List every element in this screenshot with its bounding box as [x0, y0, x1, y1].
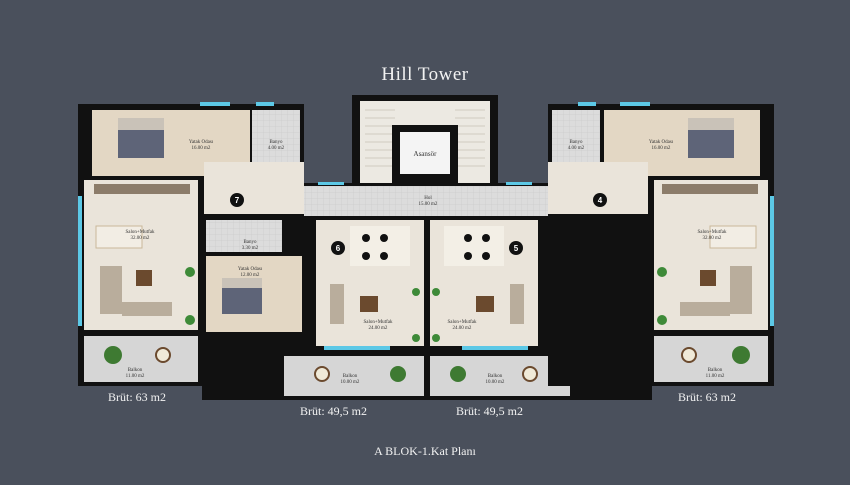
unit-4-bath-name: Banyo — [569, 140, 583, 145]
unit-7-living-area: 32.00 m2 — [131, 236, 150, 241]
unit-6-balcony-name: Balkon — [343, 374, 358, 379]
unit-4-bedroom-name: Yatak Odası — [649, 140, 674, 145]
unit-6-gross-area: Brüt: 49,5 m2 — [300, 404, 368, 418]
page-title: Hill Tower — [381, 64, 469, 85]
unit-4-number: 4 — [598, 196, 603, 205]
unit-6-bath-area: 3.30 m2 — [242, 246, 259, 251]
plan-subtitle: A BLOK-1.Kat Planı — [374, 444, 476, 458]
unit-5-balcony-area: 10.00 m2 — [486, 380, 505, 385]
unit-6: 6 Banyo 3.30 m2 Yatak Odası 12.00 m2 Sal… — [202, 216, 428, 400]
unit-7: 7 Yatak Odası 16.00 m2 Banyo 4.00 m2 Sal… — [78, 102, 304, 386]
unit-6-bath-name: Banyo — [243, 240, 257, 245]
elevator-label: Asansör — [414, 150, 438, 158]
unit-7-number: 7 — [235, 196, 240, 205]
unit-4: 4 Banyo 4.00 m2 Yatak Odası 16.00 m2 Sal… — [548, 102, 774, 386]
unit-4-gross-area: Brüt: 63 m2 — [678, 390, 737, 404]
unit-6-bedroom-name: Yatak Odası — [238, 267, 263, 272]
unit-5-living-area: 24.00 m2 — [453, 326, 472, 331]
unit-7-living-name: Salon+Mutfak — [126, 230, 155, 235]
unit-7-bath-area: 4.00 m2 — [268, 146, 285, 151]
hall-name: Hol — [424, 196, 432, 201]
unit-4-bedroom-area: 16.00 m2 — [652, 146, 671, 151]
unit-7-gross-area: Brüt: 63 m2 — [108, 390, 167, 404]
hall: Hol 15.00 m2 — [304, 182, 550, 218]
unit-5-number: 5 — [514, 244, 519, 253]
unit-4-living-name: Salon+Mutfak — [698, 230, 727, 235]
unit-6-living-area: 24.00 m2 — [369, 326, 388, 331]
unit-7-bath-name: Banyo — [269, 140, 283, 145]
unit-4-balcony-name: Balkon — [708, 368, 723, 373]
unit-4-balcony-area: 11.00 m2 — [706, 374, 725, 379]
unit-6-living-name: Salon+Mutfak — [364, 320, 393, 325]
unit-6-balcony-area: 10.00 m2 — [341, 380, 360, 385]
unit-7-balcony-area: 11.00 m2 — [126, 374, 145, 379]
unit-4-living-area: 32.00 m2 — [703, 236, 722, 241]
unit-7-bedroom-name: Yatak Odası — [189, 140, 214, 145]
unit-7-bedroom-area: 16.00 m2 — [192, 146, 211, 151]
unit-5-gross-area: Brüt: 49,5 m2 — [456, 404, 524, 418]
unit-7-balcony-name: Balkon — [128, 368, 143, 373]
hall-area: 15.00 m2 — [419, 202, 438, 207]
unit-6-bedroom-area: 12.00 m2 — [241, 273, 260, 278]
unit-4-bath-area: 4.00 m2 — [568, 146, 585, 151]
unit-5-balcony-name: Balkon — [488, 374, 503, 379]
unit-5-living-name: Salon+Mutfak — [448, 320, 477, 325]
unit-6-number: 6 — [336, 244, 341, 253]
core: Asansör — [352, 95, 498, 187]
